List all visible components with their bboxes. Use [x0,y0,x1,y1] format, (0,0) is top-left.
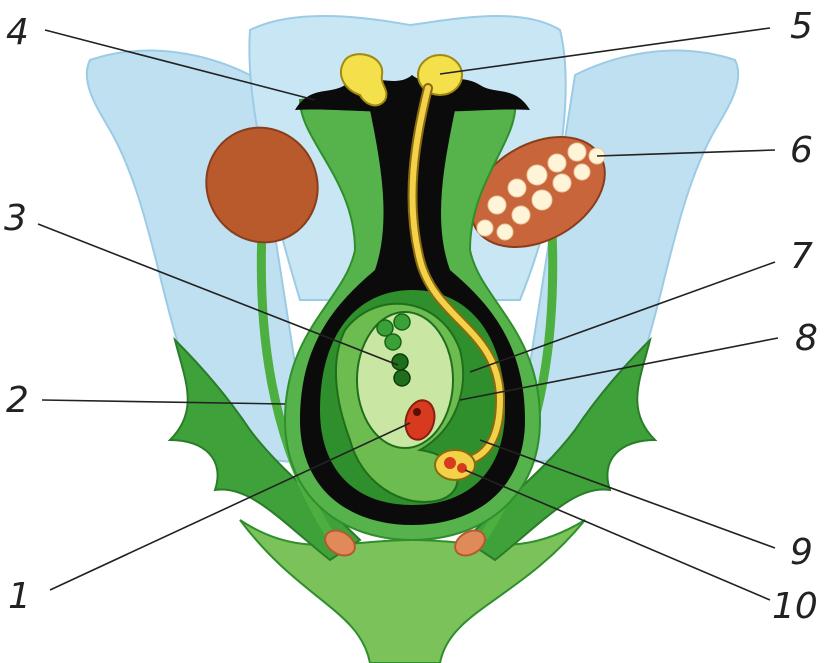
label-10: 10 [772,586,818,627]
label-2: 2 [6,380,29,421]
label-6: 6 [790,130,813,171]
label-7: 7 [790,236,813,277]
label-8: 8 [795,318,818,359]
label-1: 1 [8,576,31,617]
sperm-cells [435,450,475,480]
egg-nucleus [413,408,421,416]
receptacle [240,520,585,663]
label-4: 4 [6,12,29,53]
label-3: 3 [4,198,27,239]
label-9: 9 [790,532,813,573]
label-5: 5 [790,6,813,47]
